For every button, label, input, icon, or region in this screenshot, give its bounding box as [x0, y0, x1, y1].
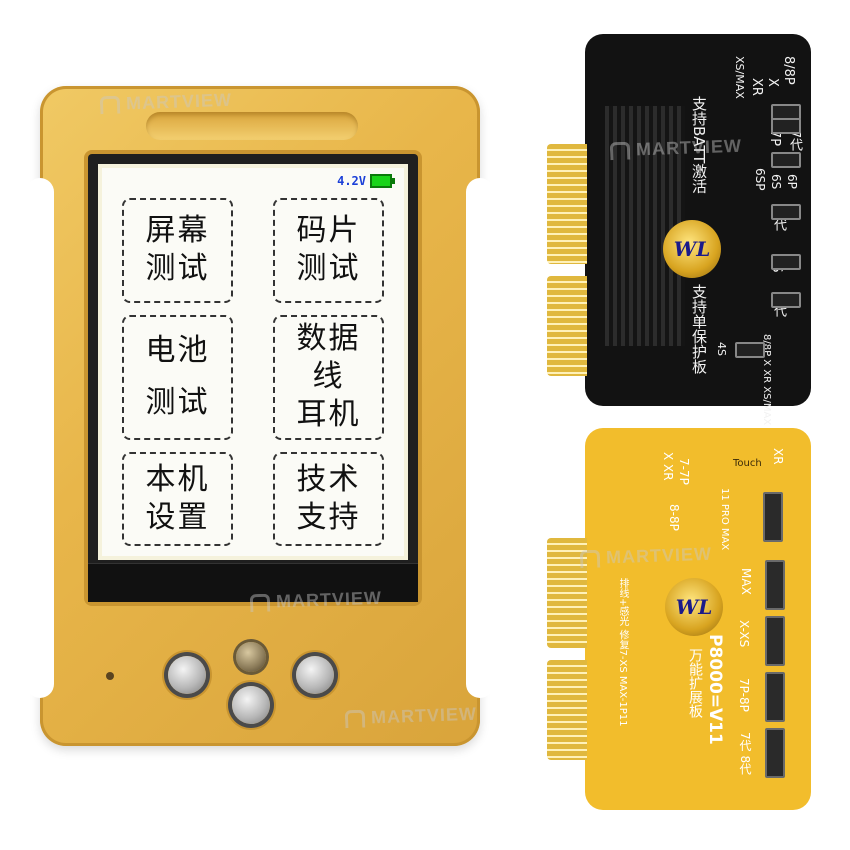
battery-connector [771, 152, 801, 168]
flex-connector [763, 492, 783, 542]
battery-indicator: 4.2V [337, 174, 395, 188]
menu-support-button[interactable]: 技术 支持 [273, 451, 384, 546]
menu-grid: 屏幕 测试 码片 测试 电池 测试 数据 线 耳机 本机 [122, 198, 384, 546]
wl-logo-icon: WL [665, 578, 723, 636]
board-name: 万能扩展板 [687, 648, 703, 718]
gold-connector [547, 144, 587, 264]
screen-bezel: 4.2V 屏幕 测试 码片 测试 电池 测试 数据 线 [88, 154, 418, 602]
model-label: X-XS [737, 620, 751, 648]
battery-connector [771, 118, 801, 134]
gold-connector [547, 276, 587, 376]
model-label: 7代 8代 [738, 732, 752, 776]
model-label: 6P [785, 174, 799, 189]
device-top-slot [146, 112, 358, 140]
battery-icon [370, 174, 395, 188]
model-label: 8/8P [781, 56, 796, 85]
battery-voltage: 4.2V [337, 174, 366, 188]
model-label: 4S [715, 342, 728, 356]
model-label: MAX [739, 568, 753, 595]
bottom-model-label: 8/8P X XR XS/MAX [761, 334, 772, 426]
menu-chip-test-button[interactable]: 码片 测试 [273, 198, 384, 303]
model-label: Touch [733, 458, 762, 469]
flex-connector [765, 560, 785, 610]
flex-connector [765, 616, 785, 666]
device-side-notch [466, 178, 494, 698]
model-label: 11 PRO MAX [719, 488, 730, 551]
model-label: 6SP [753, 168, 767, 191]
left-button[interactable] [168, 656, 206, 694]
battery-connector [735, 342, 765, 358]
battery-connector [771, 204, 801, 220]
model-label: 8-8P [667, 504, 681, 531]
heatsink [605, 106, 685, 346]
menu-battery-test-button[interactable]: 电池 测试 [122, 314, 233, 440]
tester-device: 4.2V 屏幕 测试 码片 测试 电池 测试 数据 线 [26, 86, 494, 746]
board-model: P8000=V11 [705, 634, 725, 745]
gold-connector [547, 538, 587, 648]
model-label: 7P-8P [737, 678, 751, 712]
model-label: XS/MAX [733, 56, 746, 99]
reset-hole [106, 672, 114, 680]
model-label: XR [771, 448, 785, 465]
board-title: 支持BATT激活 [690, 96, 708, 194]
right-button[interactable] [296, 656, 334, 694]
model-label: 6S [769, 174, 783, 190]
model-label: XR [749, 78, 764, 96]
model-label: 7代 [787, 130, 802, 152]
device-side-notch [26, 178, 54, 698]
menu-settings-button[interactable]: 本机 设置 [122, 451, 233, 546]
model-label: X [765, 78, 780, 87]
model-label: X XR [661, 452, 675, 481]
flex-connector [765, 728, 785, 778]
wl-logo-icon: WL [663, 220, 721, 278]
model-label: 7P [767, 130, 782, 147]
gold-connector [547, 660, 587, 760]
flex-connector [765, 672, 785, 722]
board-side-label: 支持单保护板 [690, 284, 708, 374]
menu-screen-test-button[interactable]: 屏幕 测试 [122, 198, 233, 303]
model-label: 7-7P [677, 458, 691, 485]
down-button[interactable] [232, 686, 270, 724]
lcd-screen: 4.2V 屏幕 测试 码片 测试 电池 测试 数据 线 [98, 164, 408, 560]
battery-connector [771, 292, 801, 308]
board-center-text: 排线+感光 修复7-XS MAX-1P11 [617, 578, 628, 727]
battery-connector [771, 254, 801, 270]
battery-activation-board: WL 支持BATT激活 支持单保护板 8/8P X XR XS/MAX 7代 7… [547, 34, 811, 425]
screen-chin [88, 563, 418, 602]
status-led [236, 642, 266, 672]
menu-cable-earphone-button[interactable]: 数据 线 耳机 [273, 314, 384, 440]
universal-expansion-board: WL 万能扩展板 P8000=V11 排线+感光 修复7-XS MAX-1P11… [547, 428, 811, 810]
